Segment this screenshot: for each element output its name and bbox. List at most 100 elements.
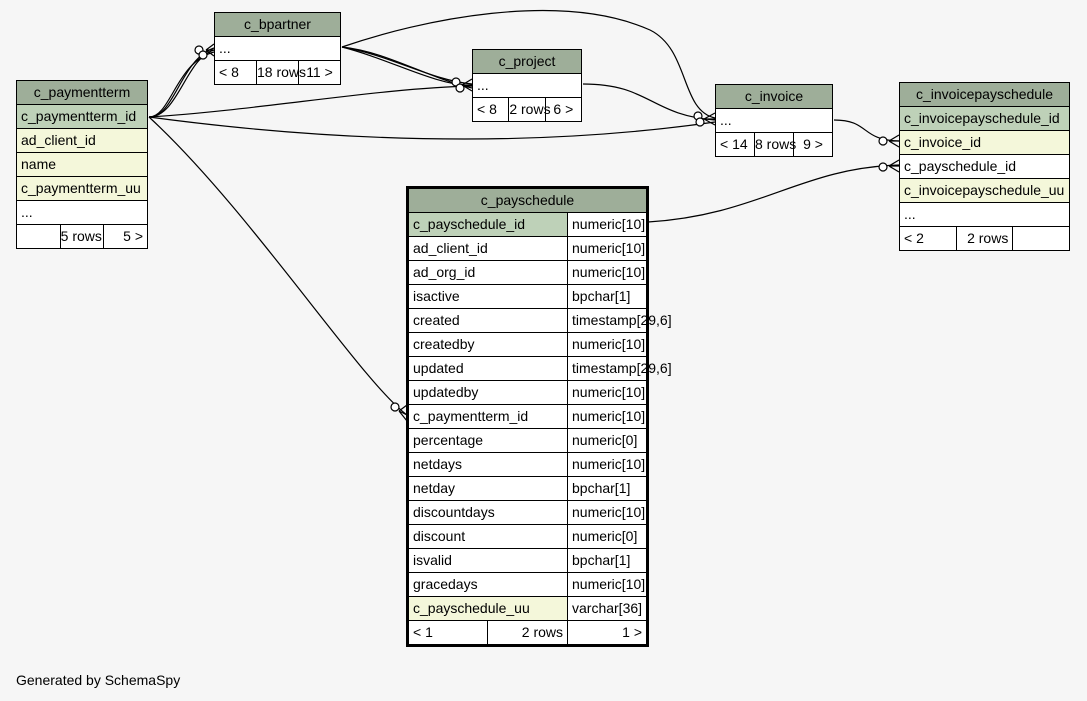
children-count: 9 > [793, 132, 833, 157]
column-name: isvalid [407, 548, 568, 573]
edge-payschedule-invoicepayschedule [647, 164, 900, 223]
edge-bpartner-invoice [341, 10, 716, 119]
edge-paymentterm-project [148, 85, 473, 118]
parents-count [16, 224, 61, 249]
table-title[interactable]: c_invoicepayschedule [899, 82, 1070, 107]
table-c_invoice[interactable]: c_invoice ... < 14 8 rows 9 > [715, 84, 833, 157]
table-title[interactable]: c_invoice [715, 84, 833, 109]
table-title[interactable]: c_project [472, 49, 582, 74]
column-name: discountdays [407, 500, 568, 525]
column-name: c_paymentterm_id [407, 404, 568, 429]
column-name: gracedays [407, 572, 568, 597]
parents-count: < 8 [214, 60, 257, 85]
column-name: updatedby [407, 380, 568, 405]
column-type: numeric[0] [567, 524, 648, 549]
column-name: isactive [407, 284, 568, 309]
generated-by-note: Generated by SchemaSpy [16, 672, 181, 688]
column-type: timestamp[29,6] [567, 308, 672, 333]
column-type: bpchar[1] [567, 476, 648, 501]
column-name: ad_org_id [407, 260, 568, 285]
table-c_paymentterm[interactable]: c_paymentterm c_paymentterm_id ad_client… [16, 80, 148, 249]
column-c_invoicepayschedule_id: c_invoicepayschedule_id [899, 106, 1070, 131]
column-type: numeric[10] [567, 500, 648, 525]
table-title[interactable]: c_paymentterm [16, 80, 148, 105]
column-type: numeric[10] [567, 260, 648, 285]
column-name: updated [407, 356, 568, 381]
column-type: numeric[10] [567, 380, 648, 405]
edge-paymentterm-invoice [148, 116, 716, 140]
column-name: created [407, 308, 568, 333]
column-c_paymentterm_id: c_paymentterm_id [16, 104, 148, 129]
column-type: numeric[10] [567, 452, 648, 477]
row-count: 18 rows [256, 60, 306, 85]
row-count: 2 rows [508, 97, 551, 122]
column-ellipsis: ... [472, 73, 582, 98]
column-c_payschedule_id: c_payschedule_id [899, 154, 1070, 179]
column-ellipsis: ... [899, 202, 1070, 227]
edge-invoice-invoicepayschedule [833, 119, 900, 142]
row-count: 5 rows [59, 224, 105, 249]
column-name: name [16, 152, 148, 177]
column-name: discount [407, 524, 568, 549]
parents-count: < 14 [715, 132, 755, 157]
children-count: 11 > [298, 60, 341, 85]
column-type: numeric[10] [567, 332, 648, 357]
column-type: varchar[36] [567, 596, 648, 621]
children-count: 5 > [103, 224, 148, 249]
column-c_invoice_id: c_invoice_id [899, 130, 1070, 155]
column-name: c_payschedule_id [407, 212, 568, 237]
column-c_paymentterm_uu: c_paymentterm_uu [16, 176, 148, 201]
column-c_invoicepayschedule_uu: c_invoicepayschedule_uu [899, 178, 1070, 203]
children-count [1012, 226, 1070, 251]
children-count: 6 > [544, 97, 583, 122]
column-type: numeric[10] [567, 236, 648, 261]
column-type: bpchar[1] [567, 548, 648, 573]
table-c_bpartner[interactable]: c_bpartner ... < 8 18 rows 11 > [214, 12, 341, 85]
column-name: ad_client_id [407, 236, 568, 261]
table-title[interactable]: c_payschedule [407, 187, 648, 213]
row-count: 8 rows [754, 132, 796, 157]
column-ellipsis: ... [715, 108, 833, 133]
row-count: 2 rows [487, 620, 568, 646]
column-type: numeric[10] [567, 212, 648, 237]
parents-count: < 1 [407, 620, 488, 646]
column-name: createdby [407, 332, 568, 357]
column-type: bpchar[1] [567, 284, 648, 309]
children-count: 1 > [567, 620, 648, 646]
column-type: numeric[10] [567, 404, 648, 429]
column-ellipsis: ... [214, 36, 341, 61]
row-count: 2 rows [955, 226, 1014, 251]
table-title[interactable]: c_bpartner [214, 12, 341, 37]
table-c_invoicepayschedule[interactable]: c_invoicepayschedule c_invoicepayschedul… [899, 82, 1070, 251]
column-type: timestamp[29,6] [567, 356, 672, 381]
table-c_project[interactable]: c_project ... < 8 2 rows 6 > [471, 49, 583, 122]
column-name: netday [407, 476, 568, 501]
column-name: netdays [407, 452, 568, 477]
column-ad_client_id: ad_client_id [16, 128, 148, 153]
parents-count: < 8 [471, 97, 510, 122]
column-type: numeric[0] [567, 428, 648, 453]
parents-count: < 2 [899, 226, 957, 251]
column-name: percentage [407, 428, 568, 453]
edge-paymentterm-payschedule [148, 116, 408, 416]
